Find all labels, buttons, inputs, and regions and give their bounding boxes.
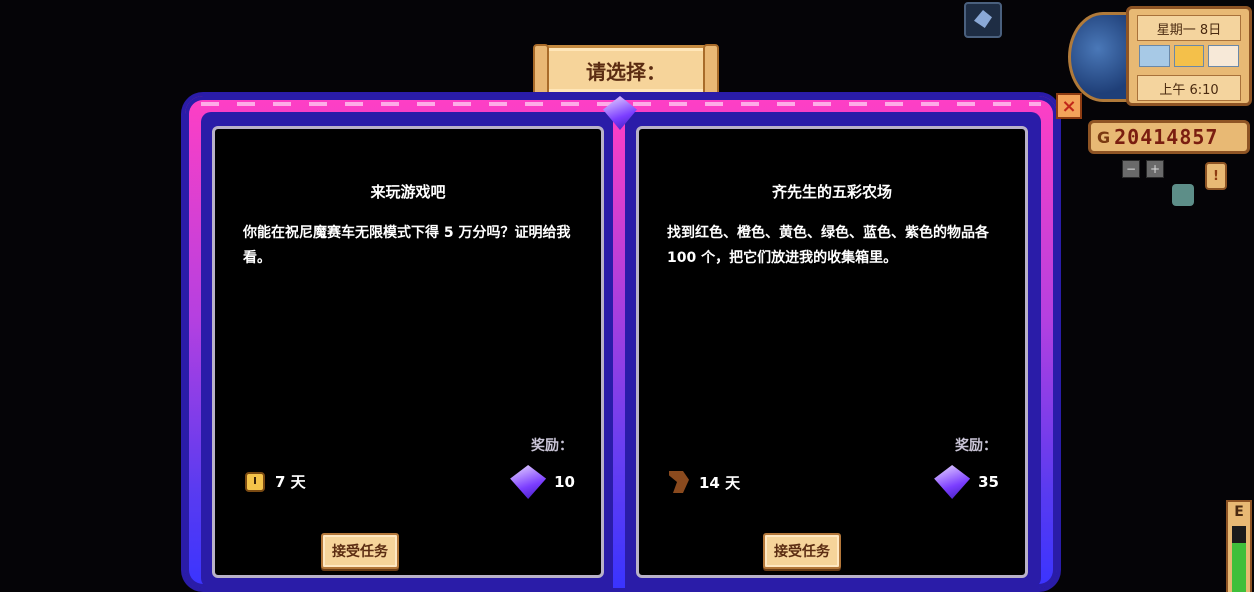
weather-icons [1139,45,1240,67]
quest-description: 你能在祝尼魔赛车无限模式下得 5 万分吗？证明给我看。 [243,225,571,266]
hud-clock-panel: 星期一 8日 上午 6:10 G 20414857 − + [1064,2,1254,202]
close-button[interactable]: × [1056,93,1082,119]
zoom-controls: − + [1122,160,1164,178]
accept-quest-label: 接受任务 [774,544,830,560]
quest-card-right: 齐先生的五彩农场 找到红色、橙色、黄色、绿色、蓝色、紫色的物品各 100 个，把… [636,126,1028,578]
close-icon: × [1061,95,1077,117]
quest-reward: 10 [510,465,575,499]
hourglass-icon [669,471,689,493]
hud-date: 星期一 8日 [1137,15,1241,41]
quest-duration: 7 天 [245,471,306,492]
dice-icon [1172,184,1194,206]
luck-icon [1208,45,1240,67]
accept-quest-label: 接受任务 [332,544,388,560]
quest-reward: 35 [934,465,999,499]
quest-card-left: 来玩游戏吧 你能在祝尼魔赛车无限模式下得 5 万分吗？证明给我看。 奖励： 7 … [212,126,604,578]
duration-text: 14 天 [699,473,741,492]
zoom-in-button[interactable]: + [1146,160,1164,178]
clock-icon [245,471,265,492]
accept-quest-button[interactable]: 接受任务 [321,533,399,569]
gold-amount: 20414857 [1114,125,1219,149]
quest-description: 找到红色、橙色、黄色、绿色、蓝色、紫色的物品各 100 个，把它们放进我的收集箱… [667,225,989,266]
hud-time: 上午 6:10 [1137,75,1241,101]
bird-icon[interactable] [964,2,1002,38]
quest-title: 来玩游戏吧 [370,183,446,201]
reward-label: 奖励： [531,438,573,454]
qi-gem-icon [934,465,971,499]
accept-quest-button[interactable]: 接受任务 [763,533,841,569]
journal-icon: ! [1213,168,1219,184]
dialog-title: 请选择： [586,59,666,84]
quest-duration: 14 天 [669,471,740,493]
energy-label: E [1234,504,1244,520]
qi-gem-icon [510,465,547,499]
energy-bar: E [1226,500,1252,592]
season-icon [1173,45,1205,67]
dialog-title-scroll: 请选择： [533,44,719,96]
reward-label: 奖励： [955,438,997,454]
hud-date-box: 星期一 8日 上午 6:10 [1126,6,1252,106]
journal-button[interactable]: ! [1205,162,1227,190]
energy-fill [1232,542,1246,592]
gold-icon: G [1097,127,1111,147]
quest-title: 齐先生的五彩农场 [771,183,892,201]
duration-text: 7 天 [275,473,306,491]
weather-icon [1139,45,1170,67]
zoom-out-button[interactable]: − [1122,160,1140,178]
reward-amount: 10 [554,473,575,491]
energy-track [1232,526,1246,592]
gold-display: G 20414857 [1088,120,1250,154]
reward-amount: 35 [978,473,999,491]
frame-divider [613,112,625,588]
